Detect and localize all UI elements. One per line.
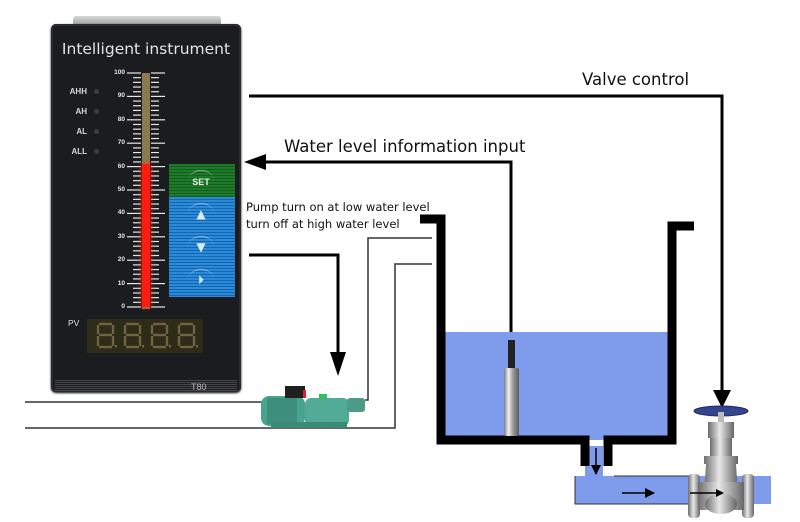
scale-tick-label: 20: [117, 256, 125, 264]
pump-control-line: [249, 253, 340, 354]
tank-wall-right: [603, 221, 694, 466]
alarm-led-all: [94, 149, 99, 154]
scale-tick-label: 0: [121, 303, 125, 310]
down-button[interactable]: ▼: [188, 236, 214, 257]
pump-rule-label-line1: Pump turn on at low water level: [246, 200, 430, 214]
level-sensor: [504, 368, 519, 436]
pump-return-pipe: [25, 263, 432, 429]
valve-control-label: Valve control: [582, 70, 690, 89]
instrument-bottom-stripes: [55, 379, 237, 391]
pv-digit: [123, 322, 144, 349]
alarm-led-ah: [94, 109, 99, 114]
bar-scale-ticks: [127, 72, 165, 308]
alarm-label-al: AL: [76, 127, 87, 136]
up-arrow-icon: ▲: [196, 207, 206, 221]
water-level-input-label: Water level information input: [284, 137, 526, 156]
gate-valve: [688, 405, 754, 518]
pump-outlet-pipe: [365, 237, 432, 401]
instrument-title: Intelligent instrument: [61, 40, 231, 58]
scale-tick-label: 50: [117, 186, 125, 193]
water-level-line: [262, 160, 513, 332]
instrument-panel: Intelligent instrument AHH AH AL ALL 100…: [51, 24, 241, 392]
model-label: T80: [191, 382, 207, 392]
scale-tick-label: 90: [117, 92, 125, 100]
set-key[interactable]: SET: [188, 170, 214, 191]
keypad-panel: ▲ ▼ ⏵: [169, 197, 235, 297]
set-button[interactable]: SET: [169, 164, 235, 197]
valve-control-line: [249, 94, 724, 392]
water-pump: [261, 386, 365, 428]
alarm-label-all: ALL: [71, 147, 87, 156]
scale-tick-label: 30: [117, 232, 125, 240]
scale-tick-label: 40: [117, 209, 125, 217]
up-button[interactable]: ▲: [188, 203, 214, 224]
tank-water: [441, 332, 668, 440]
pv-digit: [150, 322, 171, 349]
pump-control-arrowhead: [330, 352, 346, 376]
intelligent-instrument: Intelligent instrument AHH AH AL ALL 100…: [51, 16, 241, 392]
pv-digit: [96, 322, 117, 349]
pv-display: [87, 319, 203, 353]
alarm-led-ahh: [94, 89, 99, 94]
pv-digit: [177, 322, 198, 349]
valve-control-arrowhead: [713, 390, 731, 408]
alarm-led-al: [94, 129, 99, 134]
scale-tick-label: 10: [117, 279, 125, 287]
instrument-top-housing: [73, 16, 221, 26]
shift-button[interactable]: ⏵: [188, 269, 214, 290]
tank-wall: [420, 214, 590, 466]
scale-tick-label: 70: [117, 139, 125, 147]
scale-tick-label: 100: [114, 69, 125, 76]
sensor-connector: [508, 340, 515, 368]
shift-icon: ⏵: [197, 273, 204, 287]
alarm-label-ah: AH: [75, 107, 87, 116]
water-level-arrowhead: [244, 154, 266, 170]
down-arrow-icon: ▼: [196, 240, 206, 254]
alarm-label-ahh: AHH: [69, 87, 87, 96]
pump-rule-label-line2: turn off at high water level: [246, 217, 400, 231]
pv-label: PV: [68, 318, 80, 328]
scale-tick-label: 60: [117, 162, 125, 170]
level-bar-fill: [142, 164, 150, 307]
scale-tick-label: 80: [117, 115, 125, 123]
